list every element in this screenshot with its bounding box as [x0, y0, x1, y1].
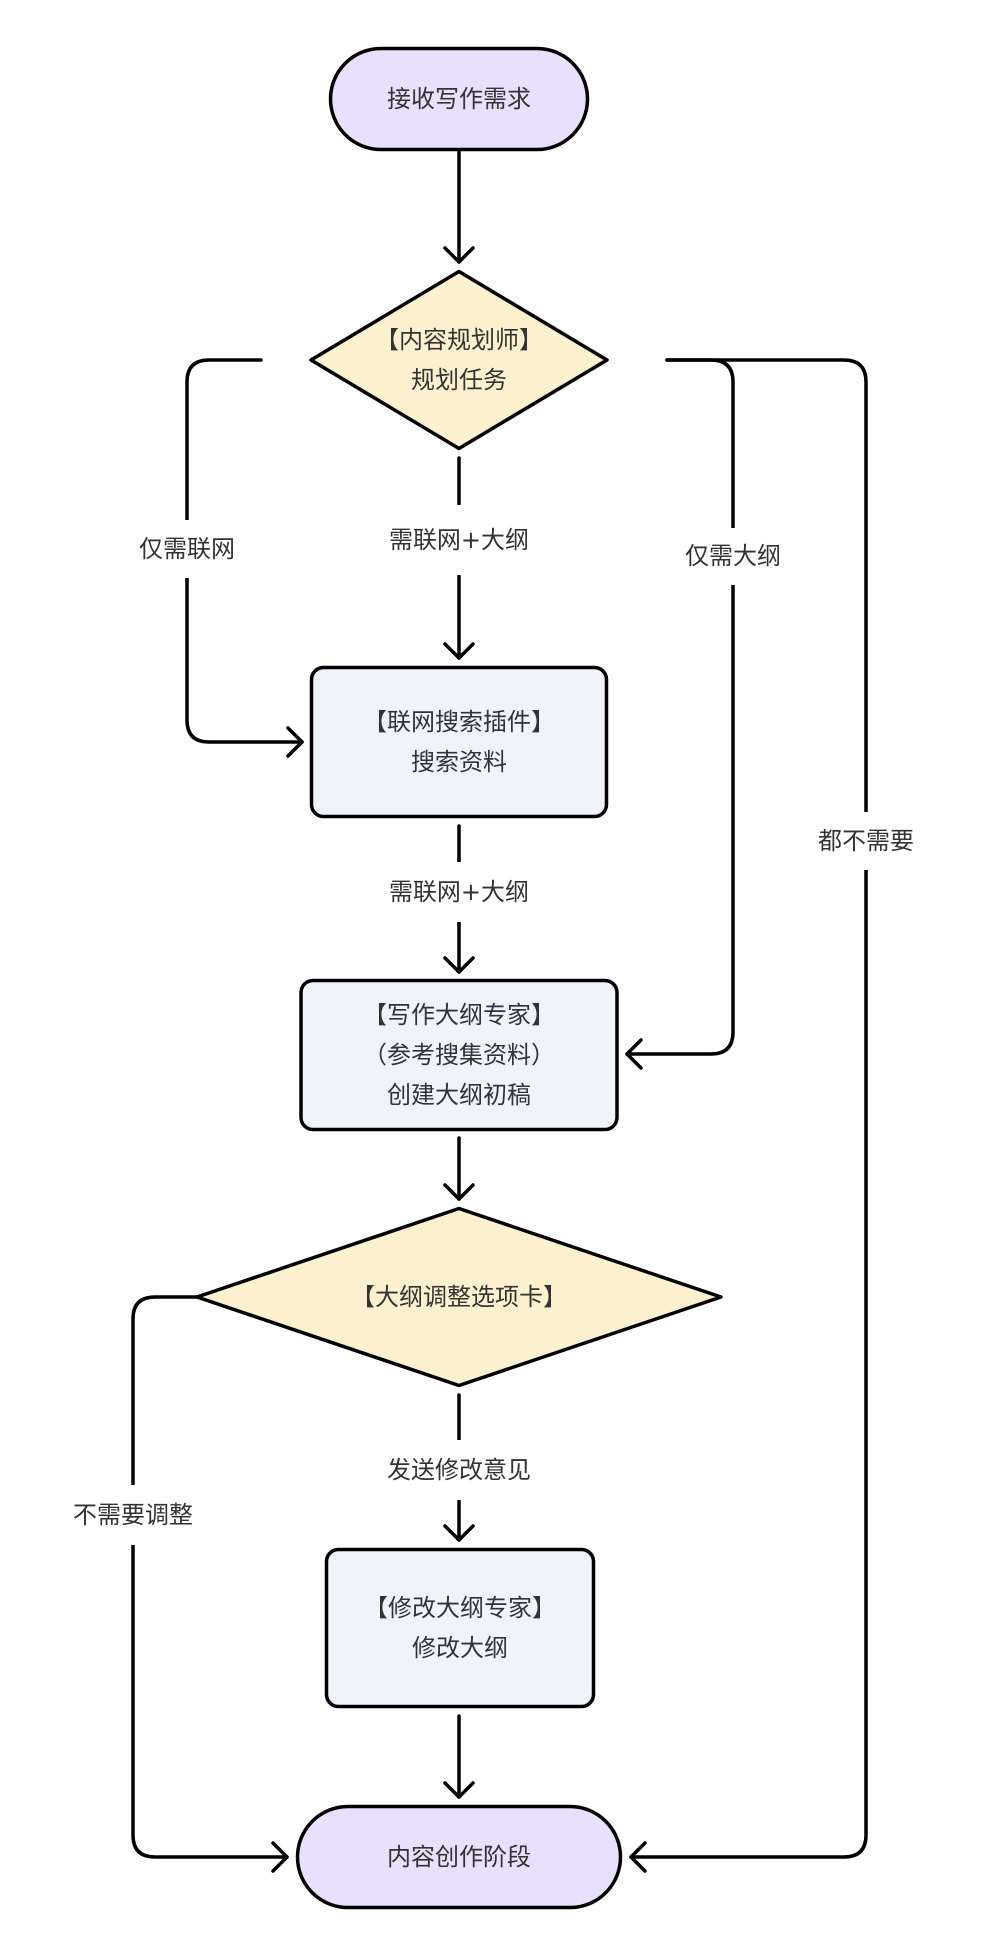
node-text: （参考搜集资料） — [363, 1041, 555, 1069]
node-search: 【联网搜索插件】搜索资料 — [309, 665, 609, 819]
edge-label: 都不需要 — [818, 827, 914, 855]
node-text: 规划任务 — [411, 366, 507, 394]
connector-line — [625, 358, 735, 1056]
arrowhead-icon — [443, 642, 475, 660]
nodes-layer: 接收写作需求【内容规划师】规划任务【联网搜索插件】搜索资料【写作大纲专家】（参考… — [195, 46, 723, 1910]
edge-labels-layer: 需联网+大纲仅需联网仅需大纲都不需要需联网+大纲发送修改意见不需要调整 — [67, 505, 920, 1545]
arrowhead-icon — [625, 1038, 643, 1070]
decision-shape — [309, 269, 609, 451]
arrowhead-icon — [443, 1524, 475, 1542]
edge-label: 不需要调整 — [73, 1501, 193, 1529]
edge-adjust-end — [131, 1295, 289, 1873]
node-start: 接收写作需求 — [328, 46, 590, 152]
label-gap — [381, 862, 537, 922]
edge-planner-outline-only — [625, 358, 735, 1070]
edge-label: 需联网+大纲 — [389, 526, 529, 554]
decision-shape — [195, 1206, 723, 1388]
node-planner: 【内容规划师】规划任务 — [309, 269, 609, 451]
node-text: 接收写作需求 — [387, 85, 531, 113]
label-gap — [381, 505, 537, 575]
node-adjust: 【大纲调整选项卡】 — [195, 1206, 723, 1388]
node-text: 内容创作阶段 — [387, 1843, 531, 1871]
arrowhead-icon — [286, 726, 304, 758]
process-shape — [299, 978, 619, 1132]
label-gap — [133, 520, 241, 578]
arrowhead-icon — [443, 246, 475, 264]
terminal-shape — [295, 1804, 623, 1910]
node-text: 【大纲调整选项卡】 — [351, 1283, 567, 1311]
edge-revise-end — [443, 1714, 475, 1799]
node-text: 【联网搜索插件】 — [363, 708, 555, 736]
label-gap — [812, 812, 920, 870]
edge-label: 仅需联网 — [139, 535, 235, 563]
node-outline: 【写作大纲专家】 （参考搜集资料） 创建大纲初稿 — [299, 978, 619, 1132]
node-text: 修改大纲 — [412, 1634, 508, 1662]
connector-line — [131, 1295, 289, 1859]
process-shape — [324, 1547, 596, 1709]
arrowhead-icon — [443, 1781, 475, 1799]
edge-planner-end-none — [629, 358, 868, 1873]
node-text: 【写作大纲专家】 — [363, 1001, 555, 1029]
node-text: 【修改大纲专家】 — [364, 1594, 556, 1622]
connector-line — [629, 358, 868, 1859]
label-gap — [67, 1485, 199, 1545]
node-text: 创建大纲初稿 — [387, 1081, 531, 1109]
node-text: 搜索资料 — [411, 748, 507, 776]
edge-label: 发送修改意见 — [387, 1456, 531, 1484]
node-end: 内容创作阶段 — [295, 1804, 623, 1910]
edge-label: 仅需大纲 — [685, 542, 781, 570]
node-revise: 【修改大纲专家】修改大纲 — [324, 1547, 596, 1709]
arrowhead-icon — [443, 1183, 475, 1201]
label-gap — [381, 1440, 537, 1500]
arrowhead-icon — [443, 956, 475, 974]
arrowhead-icon — [271, 1841, 289, 1873]
node-text: 【内容规划师】 — [375, 326, 543, 354]
arrowhead-icon — [629, 1841, 647, 1873]
edge-outline-adjust — [443, 1136, 475, 1201]
process-shape — [309, 665, 609, 819]
edge-label: 需联网+大纲 — [389, 878, 529, 906]
terminal-shape — [328, 46, 590, 152]
label-gap — [679, 528, 787, 585]
edge-start-planner — [443, 150, 475, 264]
